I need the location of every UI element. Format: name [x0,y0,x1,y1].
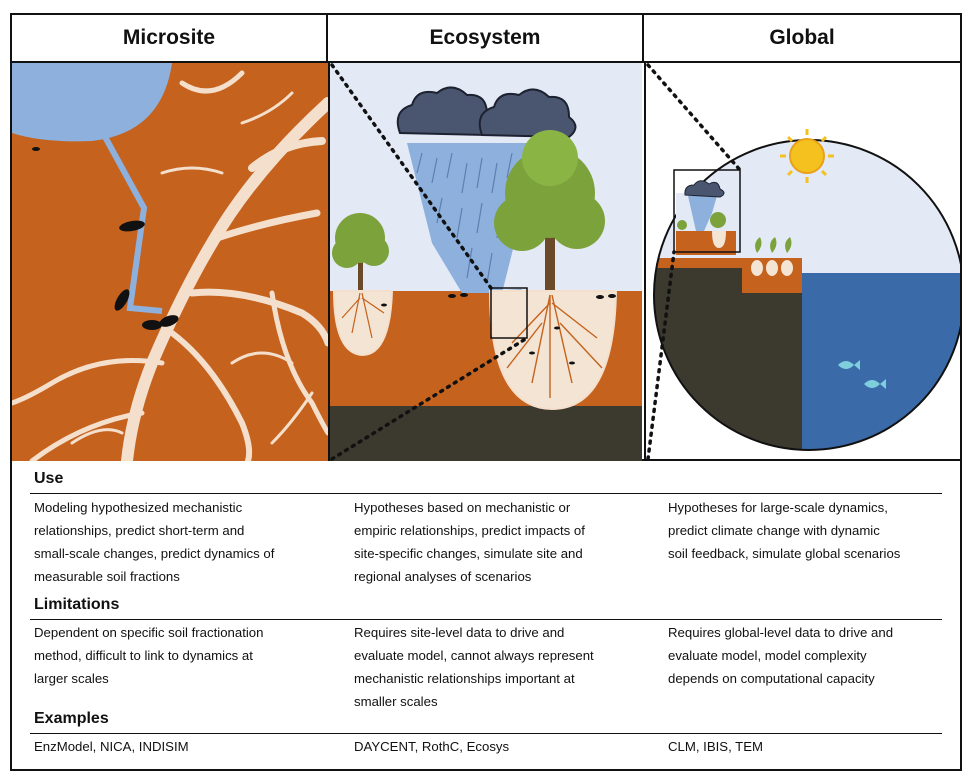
small-tree [332,213,394,357]
column-header-microsite: Microsite [12,15,328,63]
use-global: Hypotheses for large-scale dynamics, pre… [668,496,900,565]
column-header-ecosystem: Ecosystem [328,15,644,63]
examples-microsite: EnzModel, NICA, INDISIM [34,735,189,758]
text-line: CLM, IBIS, TEM [668,739,764,754]
examples-global: CLM, IBIS, TEM [668,735,763,758]
mini-ecosystem [673,169,741,255]
text-line: method, difficult to link to dynamics at [34,648,253,663]
soil-organisms [381,293,616,365]
text-line: Hypotheses for large-scale dynamics, [668,500,888,515]
section-rule-examples [30,733,942,734]
text-line: Requires site-level data to drive and [354,625,565,640]
text-line: measurable soil fractions [34,569,180,584]
fish [838,360,886,389]
ecosystem-zoom-box [673,169,741,253]
ocean [802,273,960,450]
section-title-examples: Examples [34,710,109,727]
global-illustration [653,129,960,451]
limitations-global: Requires global-level data to drive and … [668,621,893,690]
text-line: small-scale changes, predict dynamics of [34,546,275,561]
globe-subsoil [654,268,742,450]
sun-icon [780,129,834,183]
text-line: Modeling hypothesized mechanistic [34,500,243,515]
limitations-microsite: Dependent on specific soil fractionation… [34,621,263,690]
large-tree [488,130,618,411]
text-line: empiric relationships, predict impacts o… [354,523,585,538]
eco-subsoil [330,406,642,461]
section-rule-use [30,493,942,494]
limitations-ecosystem: Requires site-level data to drive and ev… [354,621,594,713]
illustration-svg [12,63,960,461]
text-line: Hypotheses based on mechanistic or [354,500,571,515]
section-title-use: Use [34,470,64,487]
text-line: Requires global-level data to drive and [668,625,894,640]
zoom-connectors [330,63,742,461]
ecosystem-illustration [330,63,642,461]
text-line: evaluate model, model complexity [668,648,867,663]
text-line: depends on computational capacity [668,671,875,686]
microsite-zoom-box [490,287,528,339]
scale-illustrations [12,63,960,461]
microbe-cells [32,147,179,330]
text-line: predict climate change with dynamic [668,523,880,538]
text-line: Dependent on specific soil fractionation [34,625,264,640]
text-line: mechanistic relationships important at [354,671,575,686]
figure-frame: Microsite Ecosystem Global [10,13,962,771]
text-line: smaller scales [354,694,438,709]
root-network [12,70,334,461]
use-microsite: Modeling hypothesized mechanistic relati… [34,496,274,588]
use-ecosystem: Hypotheses based on mechanistic or empir… [354,496,585,588]
text-line: relationships, predict short-term and [34,523,245,538]
storm-clouds [396,86,577,139]
column-header-global: Global [644,15,960,63]
crops [751,237,793,276]
text-line: evaluate model, cannot always represent [354,648,594,663]
water-droplet [12,63,172,142]
section-rule-limitations [30,619,942,620]
text-line: larger scales [34,671,109,686]
text-line: EnzModel, NICA, INDISIM [34,739,189,754]
section-title-limitations: Limitations [34,596,120,613]
examples-ecosystem: DAYCENT, RothC, Ecosys [354,735,509,758]
text-line: soil feedback, simulate global scenarios [668,546,901,561]
text-line: DAYCENT, RothC, Ecosys [354,739,510,754]
text-line: regional analyses of scenarios [354,569,532,584]
text-line: site-specific changes, simulate site and [354,546,583,561]
water-channel [101,133,163,314]
microsite-illustration [12,63,334,461]
